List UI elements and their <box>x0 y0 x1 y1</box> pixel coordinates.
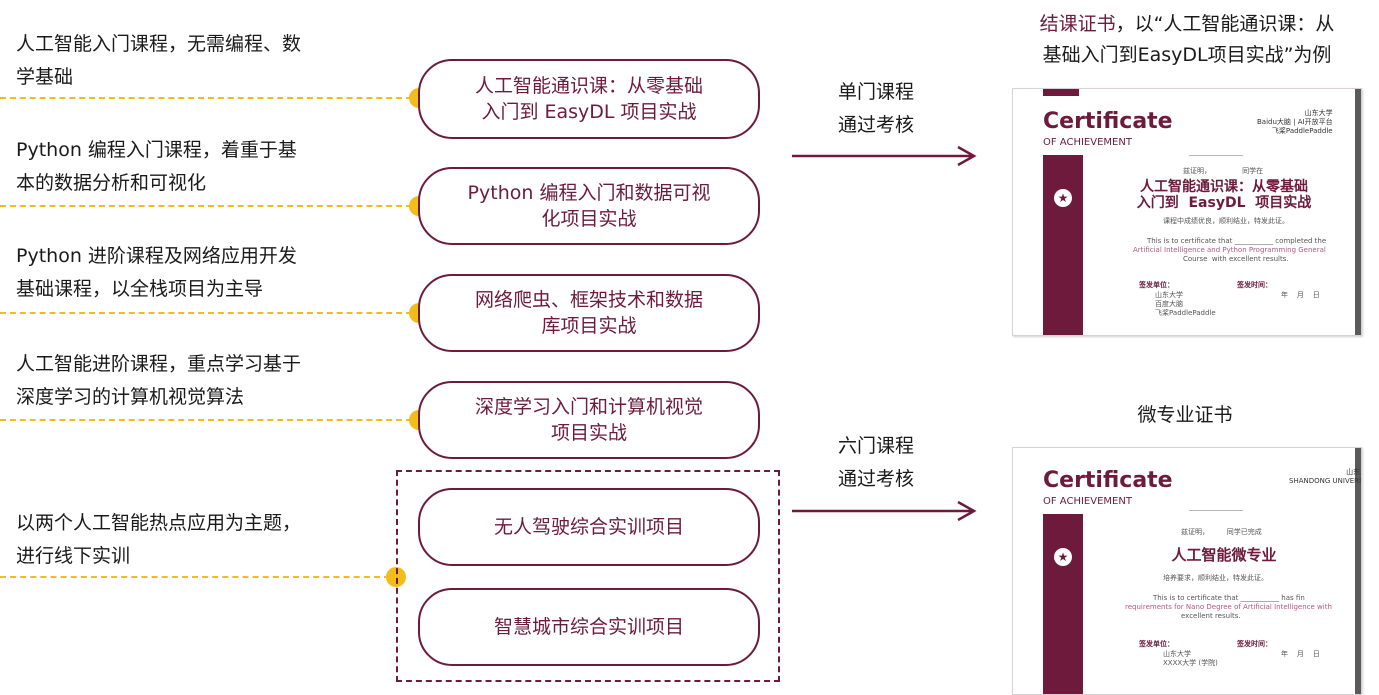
connector-line-2 <box>0 205 412 207</box>
certificate-english-3: excellent results. <box>1181 612 1241 620</box>
certificate-word: Certificate <box>1043 109 1173 134</box>
description-1: 人工智能入门课程，无需编程、数 学基础 <box>16 33 302 88</box>
course-smart-city: 智慧城市综合实训项目 <box>418 588 760 666</box>
certificate-title-course: 结课证书，以“人工智能通识课：从 基础入门到EasyDL项目实战”为例 <box>1000 9 1374 71</box>
certificate-nano-image: Certificate OF ACHIEVEMENT 山东大学 SHANDONG… <box>1012 447 1362 695</box>
certificate-english-2: Artificial Intelligence and Python Progr… <box>1133 246 1326 254</box>
description-2: Python 编程入门课程，着重于基 本的数据分析和可视化 <box>16 139 297 194</box>
certificate-word: Certificate <box>1043 468 1173 493</box>
course-ai-general: 人工智能通识课：从零基础 入门到 EasyDL 项目实战 <box>418 59 760 139</box>
certificate-top-band <box>1043 89 1079 96</box>
arrow-six-icon <box>792 501 977 521</box>
course-autonomous-driving: 无人驾驶综合实训项目 <box>418 488 760 566</box>
certificate-date-label: 签发时间： <box>1237 281 1272 289</box>
certificate-divider <box>1189 510 1243 511</box>
certificate-ribbon <box>1043 514 1083 694</box>
course-web-crawler: 网络爬虫、框架技术和数据 库项目实战 <box>418 274 760 352</box>
certificate-subtext: 培养要求，顺利结业，特发此证。 <box>1163 574 1268 582</box>
description-5: 以两个人工智能热点应用为主题， 进行线下实训 <box>16 512 302 567</box>
arrow-label-six: 六门课程 通过考核 <box>838 435 915 490</box>
course-python-intro: Python 编程入门和数据可视 化项目实战 <box>418 167 760 245</box>
certificate-logo: 山东大学 Baidu大脑 | AI开放平台 飞桨PaddlePaddle <box>1257 109 1333 135</box>
course-deep-learning: 深度学习入门和计算机视觉 项目实战 <box>418 381 760 459</box>
certificate-issuer: 山东大学 百度大脑 飞桨PaddlePaddle <box>1155 291 1216 317</box>
certificate-issuer: 山东大学 XXXX大学 (学院) <box>1163 650 1218 667</box>
practical-training-group <box>396 470 780 682</box>
certificate-ribbon <box>1043 155 1083 335</box>
certificate-english-1: This is to certificate that ___________ … <box>1147 237 1327 245</box>
certificate-issuer-label: 签发单位： <box>1139 640 1174 648</box>
certificate-title-rest: ，以“人工智能通识课：从 基础入门到EasyDL项目实战”为例 <box>1042 13 1335 66</box>
certificate-statement: 兹证明， 同学在 <box>1183 167 1264 175</box>
certificate-date: 年 月 日 <box>1281 291 1320 299</box>
certificate-course-image: Certificate OF ACHIEVEMENT 山东大学 Baidu大脑 … <box>1012 88 1362 336</box>
connector-line-3 <box>0 312 412 314</box>
certificate-issuer-label: 签发单位： <box>1139 281 1174 289</box>
certificate-title-nano: 微专业证书 <box>1137 404 1233 426</box>
arrow-single-icon <box>792 146 977 166</box>
connector-line-5 <box>0 576 390 578</box>
certificate-achievement: OF ACHIEVEMENT <box>1043 496 1132 507</box>
certificate-edge <box>1355 448 1361 694</box>
certificate-date-label: 签发时间： <box>1237 640 1272 648</box>
connector-line-4 <box>0 419 412 421</box>
certificate-heading: 人工智能微专业 <box>1171 546 1277 564</box>
description-3: Python 进阶课程及网络应用开发 基础课程，以全栈项目为主导 <box>16 245 297 300</box>
certificate-logo: 山东大学 SHANDONG UNIVERSITY <box>1289 468 1361 485</box>
medal-icon: ★ <box>1054 548 1072 566</box>
certificate-date: 年 月 日 <box>1281 650 1320 658</box>
certificate-english-2: requirements for Nano Degree of Artifici… <box>1125 603 1332 611</box>
connector-line-1 <box>0 97 412 99</box>
certificate-statement: 兹证明， 同学已完成 <box>1181 528 1262 536</box>
certificate-english-1: This is to certificate that ___________ … <box>1153 594 1305 602</box>
arrow-label-single: 单门课程 通过考核 <box>838 81 915 136</box>
certificate-title-highlight: 结课证书 <box>1039 13 1116 35</box>
certificate-english-3: Course with excellent results. <box>1183 255 1289 263</box>
certificate-edge <box>1355 89 1361 335</box>
certificate-achievement: OF ACHIEVEMENT <box>1043 137 1132 148</box>
certificate-subtext: 课程中成绩优良，顺利结业，特发此证。 <box>1163 217 1289 225</box>
certificate-heading: 人工智能通识课：从零基础 入门到 EasyDL 项目实战 <box>1136 179 1312 211</box>
description-4: 人工智能进阶课程，重点学习基于 深度学习的计算机视觉算法 <box>16 353 302 408</box>
certificate-divider <box>1189 155 1243 156</box>
medal-icon: ★ <box>1054 189 1072 207</box>
